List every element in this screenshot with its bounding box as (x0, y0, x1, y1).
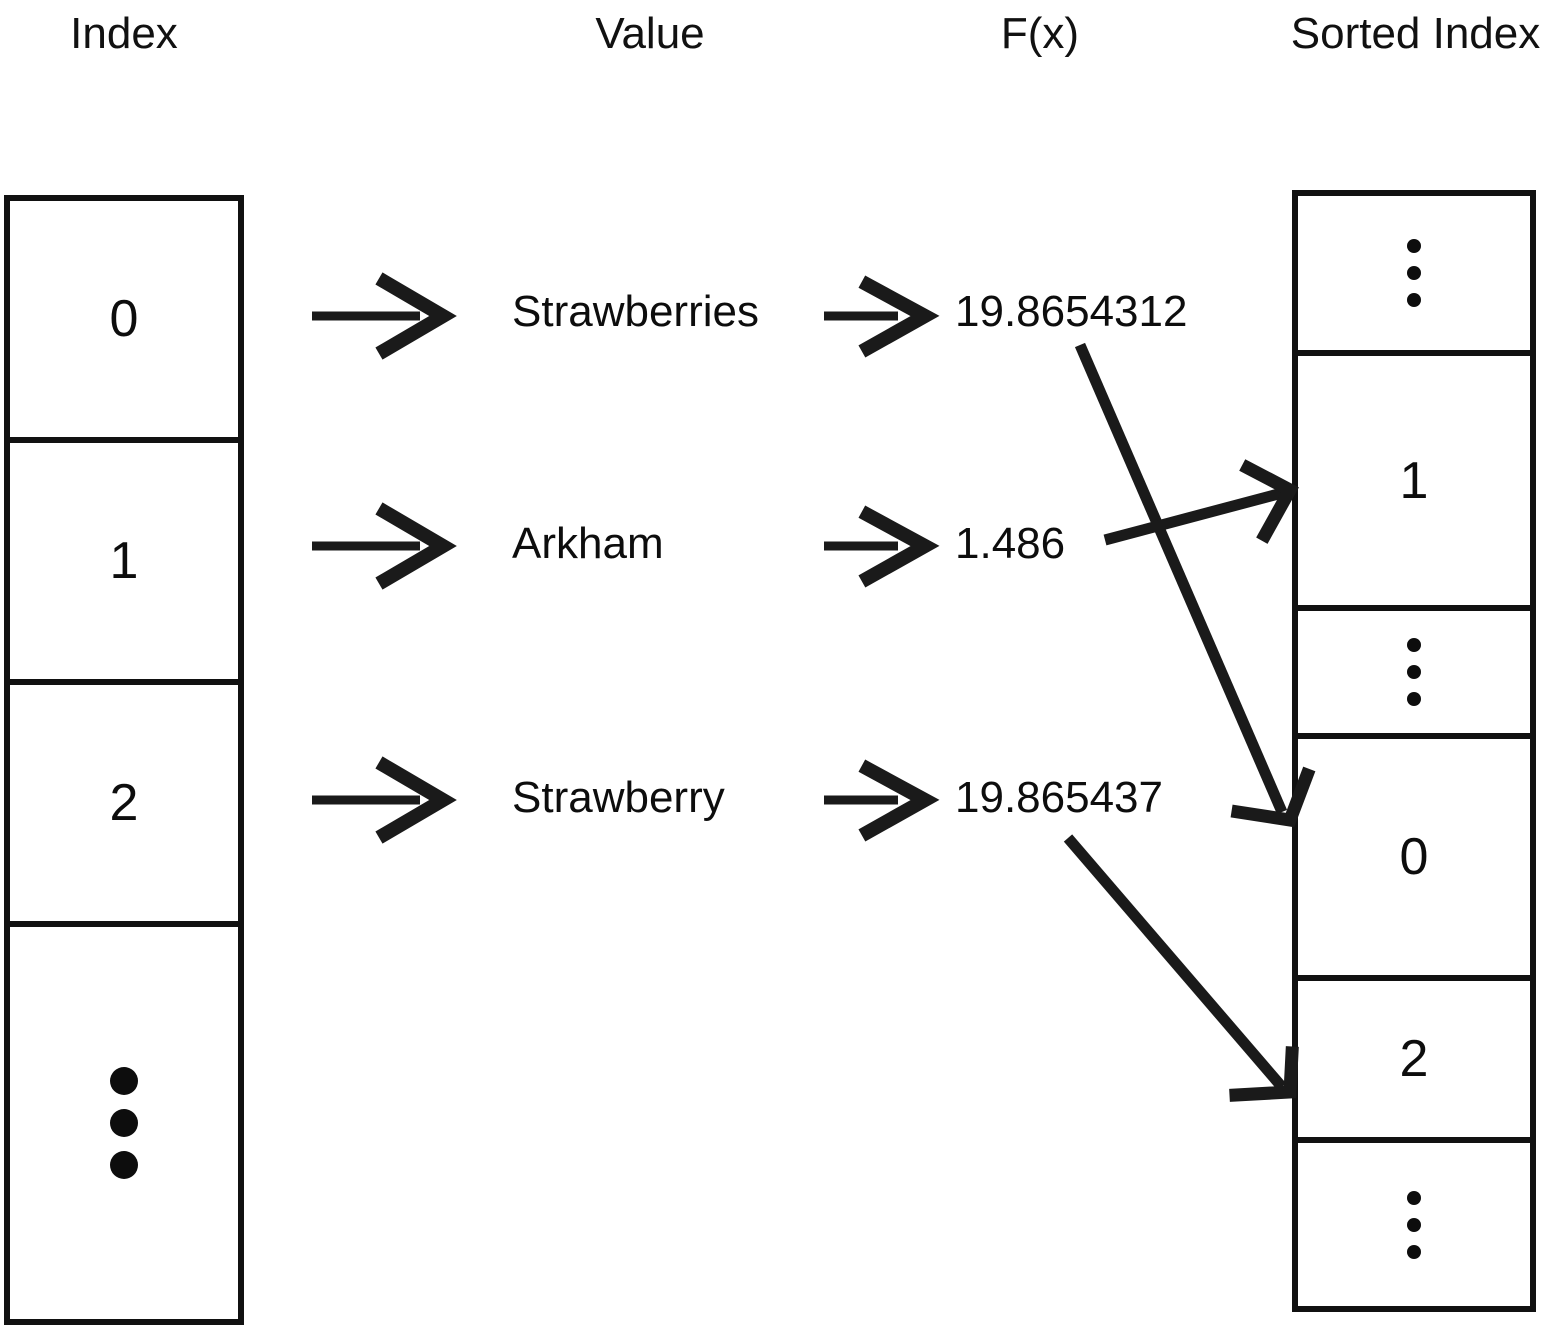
sorted-index-table: 1 0 2 (1292, 190, 1536, 1312)
sorted-cell-ellipsis-bottom (1298, 1137, 1530, 1306)
arrow-value-to-fx-row-0 (824, 275, 940, 358)
sorted-cell-2: 2 (1298, 975, 1530, 1137)
index-cell-ellipsis (10, 921, 238, 1319)
index-cell-1: 1 (10, 437, 238, 679)
index-cell-0: 0 (10, 201, 238, 437)
column-header-index: Index (70, 9, 178, 58)
index-table: 0 1 2 (4, 195, 244, 1325)
vertical-ellipsis-icon (1407, 239, 1421, 307)
vertical-ellipsis-icon (1407, 1190, 1421, 1259)
sorted-cell-0-value: 0 (1399, 828, 1429, 886)
value-row-2: Strawberry (512, 773, 725, 822)
sorted-cell-2-value: 2 (1399, 1030, 1429, 1088)
connector-fx2-to-sorted-2 (1063, 834, 1299, 1102)
arrow-index-to-value-row-2 (312, 756, 457, 844)
sorted-cell-1-value: 1 (1399, 451, 1429, 510)
connector-fx0-to-sorted-0 (1074, 342, 1316, 828)
fx-row-2: 19.865437 (955, 773, 1163, 822)
fx-row-0: 19.8654312 (955, 287, 1188, 336)
sorted-cell-ellipsis-top (1298, 196, 1530, 350)
connector-fx1-to-sorted-1 (1103, 459, 1299, 546)
arrow-value-to-fx-row-1 (824, 505, 940, 588)
index-cell-0-value: 0 (109, 290, 139, 348)
index-cell-2-value: 2 (109, 774, 139, 832)
arrow-index-to-value-row-1 (312, 502, 457, 590)
arrow-value-to-fx-row-2 (824, 759, 940, 842)
column-header-sorted-index: Sorted Index (1290, 9, 1541, 58)
sorted-cell-ellipsis-mid (1298, 605, 1530, 733)
vertical-ellipsis-icon (1407, 638, 1421, 706)
vertical-ellipsis-icon (110, 1067, 138, 1179)
index-cell-2: 2 (10, 679, 238, 921)
sorted-cell-1: 1 (1298, 350, 1530, 605)
arrow-index-to-value-row-0 (312, 272, 457, 360)
sorted-cell-0: 0 (1298, 733, 1530, 975)
column-header-fx: F(x) (1000, 9, 1080, 58)
value-row-1: Arkham (512, 519, 664, 568)
fx-row-1: 1.486 (955, 519, 1066, 568)
value-row-0: Strawberries (512, 287, 759, 336)
index-cell-1-value: 1 (109, 532, 139, 590)
column-header-value: Value (595, 9, 705, 58)
